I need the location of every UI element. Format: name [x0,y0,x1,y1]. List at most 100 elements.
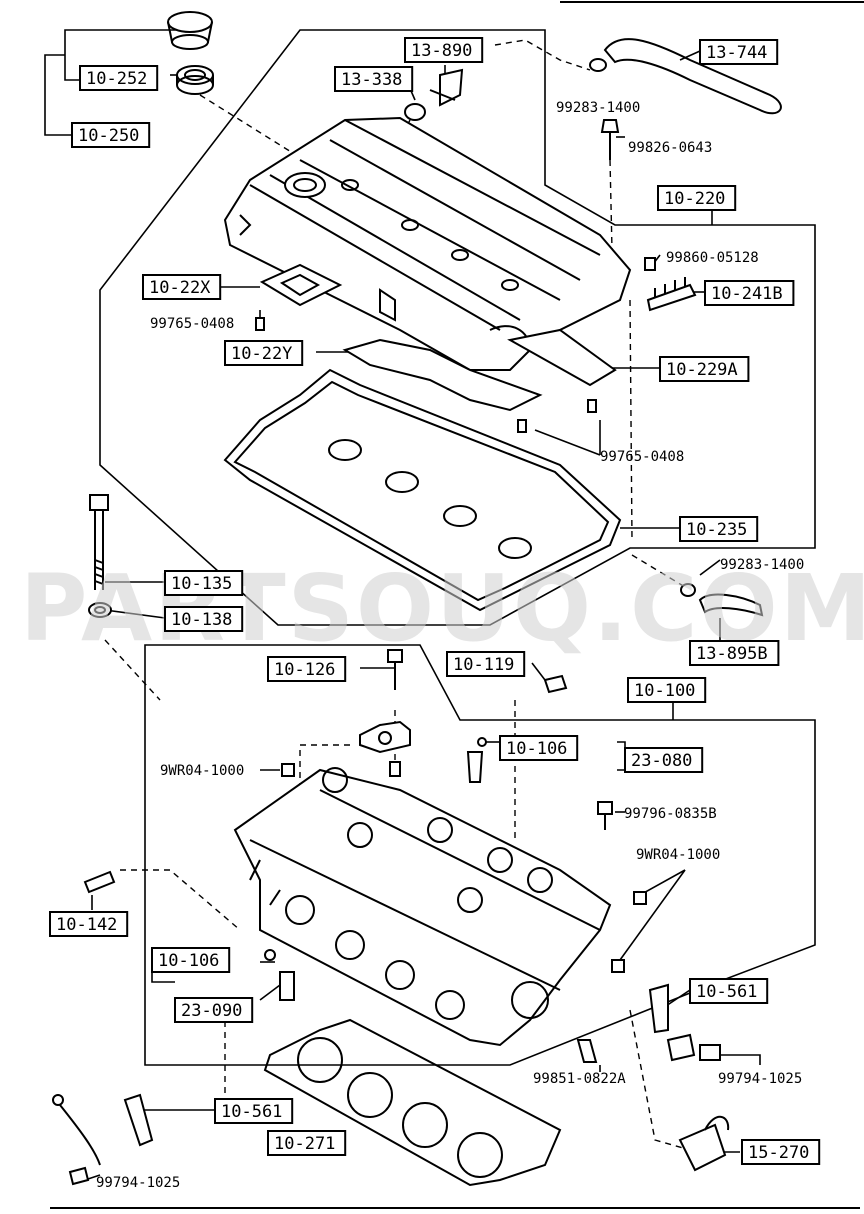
callout-box [659,356,750,382]
callout-10-22x[interactable]: 10-22X [142,274,222,300]
callout-box [267,656,347,682]
callout-10-126[interactable]: 10-126 [267,656,347,682]
part-number-label[interactable]: 99851-0822A [533,1071,626,1087]
cylinder-head-part [233,767,612,1047]
breather-hose-part [589,38,782,115]
callout-13-744[interactable]: 13-744 [699,39,779,65]
callout-label: 15-270 [748,1143,809,1163]
callout-10-119[interactable]: 10-119 [446,651,526,677]
callout-10-250[interactable]: 10-250 [71,122,151,148]
callout-10-142[interactable]: 10-142 [49,911,129,937]
callout-box [446,651,526,677]
callout-13-338[interactable]: 13-338 [334,66,414,92]
callout-box [741,1139,821,1165]
head-bolt-part [89,494,109,590]
cover-group-outline [99,29,816,626]
callout-10-252[interactable]: 10-252 [79,65,159,91]
callout-15-270[interactable]: 15-270 [741,1139,821,1165]
callout-10-220[interactable]: 10-220 [657,185,737,211]
pcv-valve-part [429,68,464,107]
callout-10-106[interactable]: 10-106 [499,735,579,761]
baffle-plate-229a-part [507,328,617,387]
callout-23-080[interactable]: 23-080 [624,747,704,773]
bracket-561-right-part [648,983,669,1034]
callout-label: 13-338 [341,70,402,90]
callout-23-090[interactable]: 23-090 [174,997,254,1023]
callout-box [624,747,704,773]
callout-box [164,606,244,632]
part-number-label[interactable]: 99860-05128 [666,250,759,266]
wire-sensor-part [52,1094,101,1166]
callout-box [214,1098,294,1124]
callout-10-22y[interactable]: 10-22Y [224,340,304,366]
head-gasket-part [263,1018,562,1187]
water-hose-part [680,583,764,617]
cylinder-head-cover-part [223,116,632,371]
callout-10-106[interactable]: 10-106 [151,947,231,973]
callout-label: 10-22Y [231,344,292,364]
small-bolts-part [517,399,597,433]
callout-label: 23-080 [631,751,692,771]
water-outlet-part [678,1115,730,1172]
callout-10-135[interactable]: 10-135 [164,570,244,596]
callout-10-229a[interactable]: 10-229A [659,356,750,382]
bolt-99796-part [597,801,613,830]
callout-label: 10-235 [686,520,747,540]
callout-10-561[interactable]: 10-561 [214,1098,294,1124]
callout-10-271[interactable]: 10-271 [267,1130,347,1156]
callout-box [689,978,769,1004]
part-number-label[interactable]: 99826-0643 [628,140,712,156]
callout-box [689,640,780,666]
part-number-label[interactable]: 99765-0408 [150,316,234,332]
stud-99851-part [576,1039,598,1063]
part-number-label[interactable]: 99283-1400 [556,100,640,116]
valve-guide-upper-part [466,737,487,783]
callout-label: 13-744 [706,43,767,63]
callout-box [142,274,222,300]
bracket-241b-part [646,277,697,312]
callout-label: 10-271 [274,1134,335,1154]
callout-label: 10-142 [56,915,117,935]
callout-box [699,39,779,65]
part-number-label[interactable]: 9WR04-1000 [636,847,720,863]
callout-10-241b[interactable]: 10-241B [704,280,795,306]
callout-label: 10-250 [78,126,139,146]
bracket-561-left-part [123,1093,154,1147]
callout-label: 10-229A [666,360,738,380]
part-number-label[interactable]: 99796-0835B [624,806,717,822]
head-cover-gasket-part [223,368,622,612]
callout-box [627,677,707,703]
callout-box [151,947,231,973]
callout-label: 13-890 [411,41,472,61]
cam-cap-part [359,720,411,754]
callout-label: 23-090 [181,1001,242,1021]
callout-label: 10-241B [711,284,783,304]
callout-label: 10-22X [149,278,211,298]
part-number-label[interactable]: 99283-1400 [720,557,804,573]
baffle-bolt-part [255,317,265,331]
stud-142-part [83,870,116,894]
callout-box [267,1130,347,1156]
callout-13-890[interactable]: 13-890 [404,37,484,63]
part-number-label[interactable]: 99794-1025 [96,1175,180,1191]
callout-box [499,735,579,761]
callout-10-235[interactable]: 10-235 [679,516,759,542]
part-number-label[interactable]: 99794-1025 [718,1071,802,1087]
plug-9wr04-part [281,763,295,777]
callout-10-138[interactable]: 10-138 [164,606,244,632]
callout-box [71,122,151,148]
callout-box [704,280,795,306]
callout-box [657,185,737,211]
callout-10-100[interactable]: 10-100 [627,677,707,703]
part-number-label[interactable]: 9WR04-1000 [160,763,244,779]
dowel-pin-part [389,761,401,777]
sensor-right-part [666,1033,721,1062]
callout-13-895b[interactable]: 13-895B [689,640,780,666]
callout-label: 10-561 [221,1102,282,1122]
callout-label: 10-138 [171,610,232,630]
callout-layer: 10-252 10-250 13-890 13-744 13-338 10-220 10-2… [49,37,821,1165]
part-number-label[interactable]: 99765-0408 [600,449,684,465]
callout-label: 10-106 [158,951,219,971]
callout-10-561[interactable]: 10-561 [689,978,769,1004]
